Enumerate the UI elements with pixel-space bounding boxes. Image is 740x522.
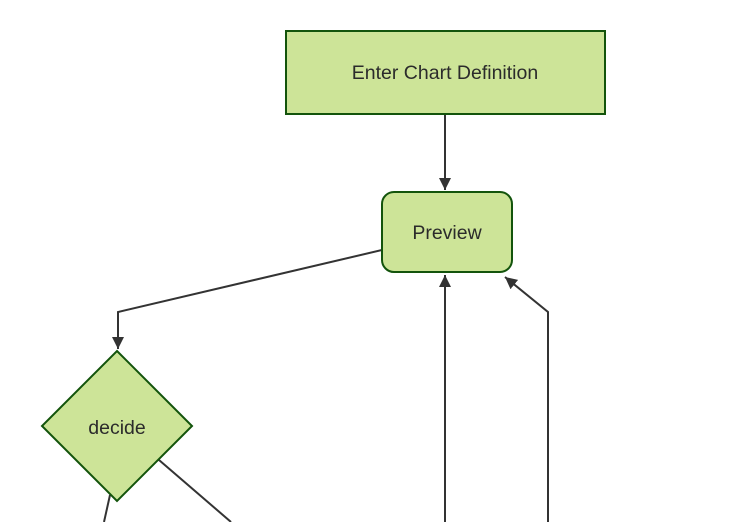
node-enter-chart-definition: Enter Chart Definition <box>285 30 606 115</box>
node-decide-shape <box>40 349 194 503</box>
node-preview-shape <box>381 191 513 273</box>
node-preview: Preview <box>381 191 513 273</box>
edge-decide-to-offscreen-bottom-left <box>103 494 111 522</box>
edge-offscreen-bottom-right-to-preview <box>504 276 549 522</box>
node-enter-chart-definition-label: Enter Chart Definition <box>352 62 538 84</box>
node-decide-label: decide <box>88 417 145 439</box>
node-preview-label: Preview <box>412 222 482 244</box>
edge-preview-to-decide <box>112 249 383 349</box>
edge-decide-to-offscreen-bottom-right <box>158 459 232 522</box>
node-enter-chart-definition-shape <box>285 30 606 115</box>
node-decide: decide <box>40 349 194 503</box>
